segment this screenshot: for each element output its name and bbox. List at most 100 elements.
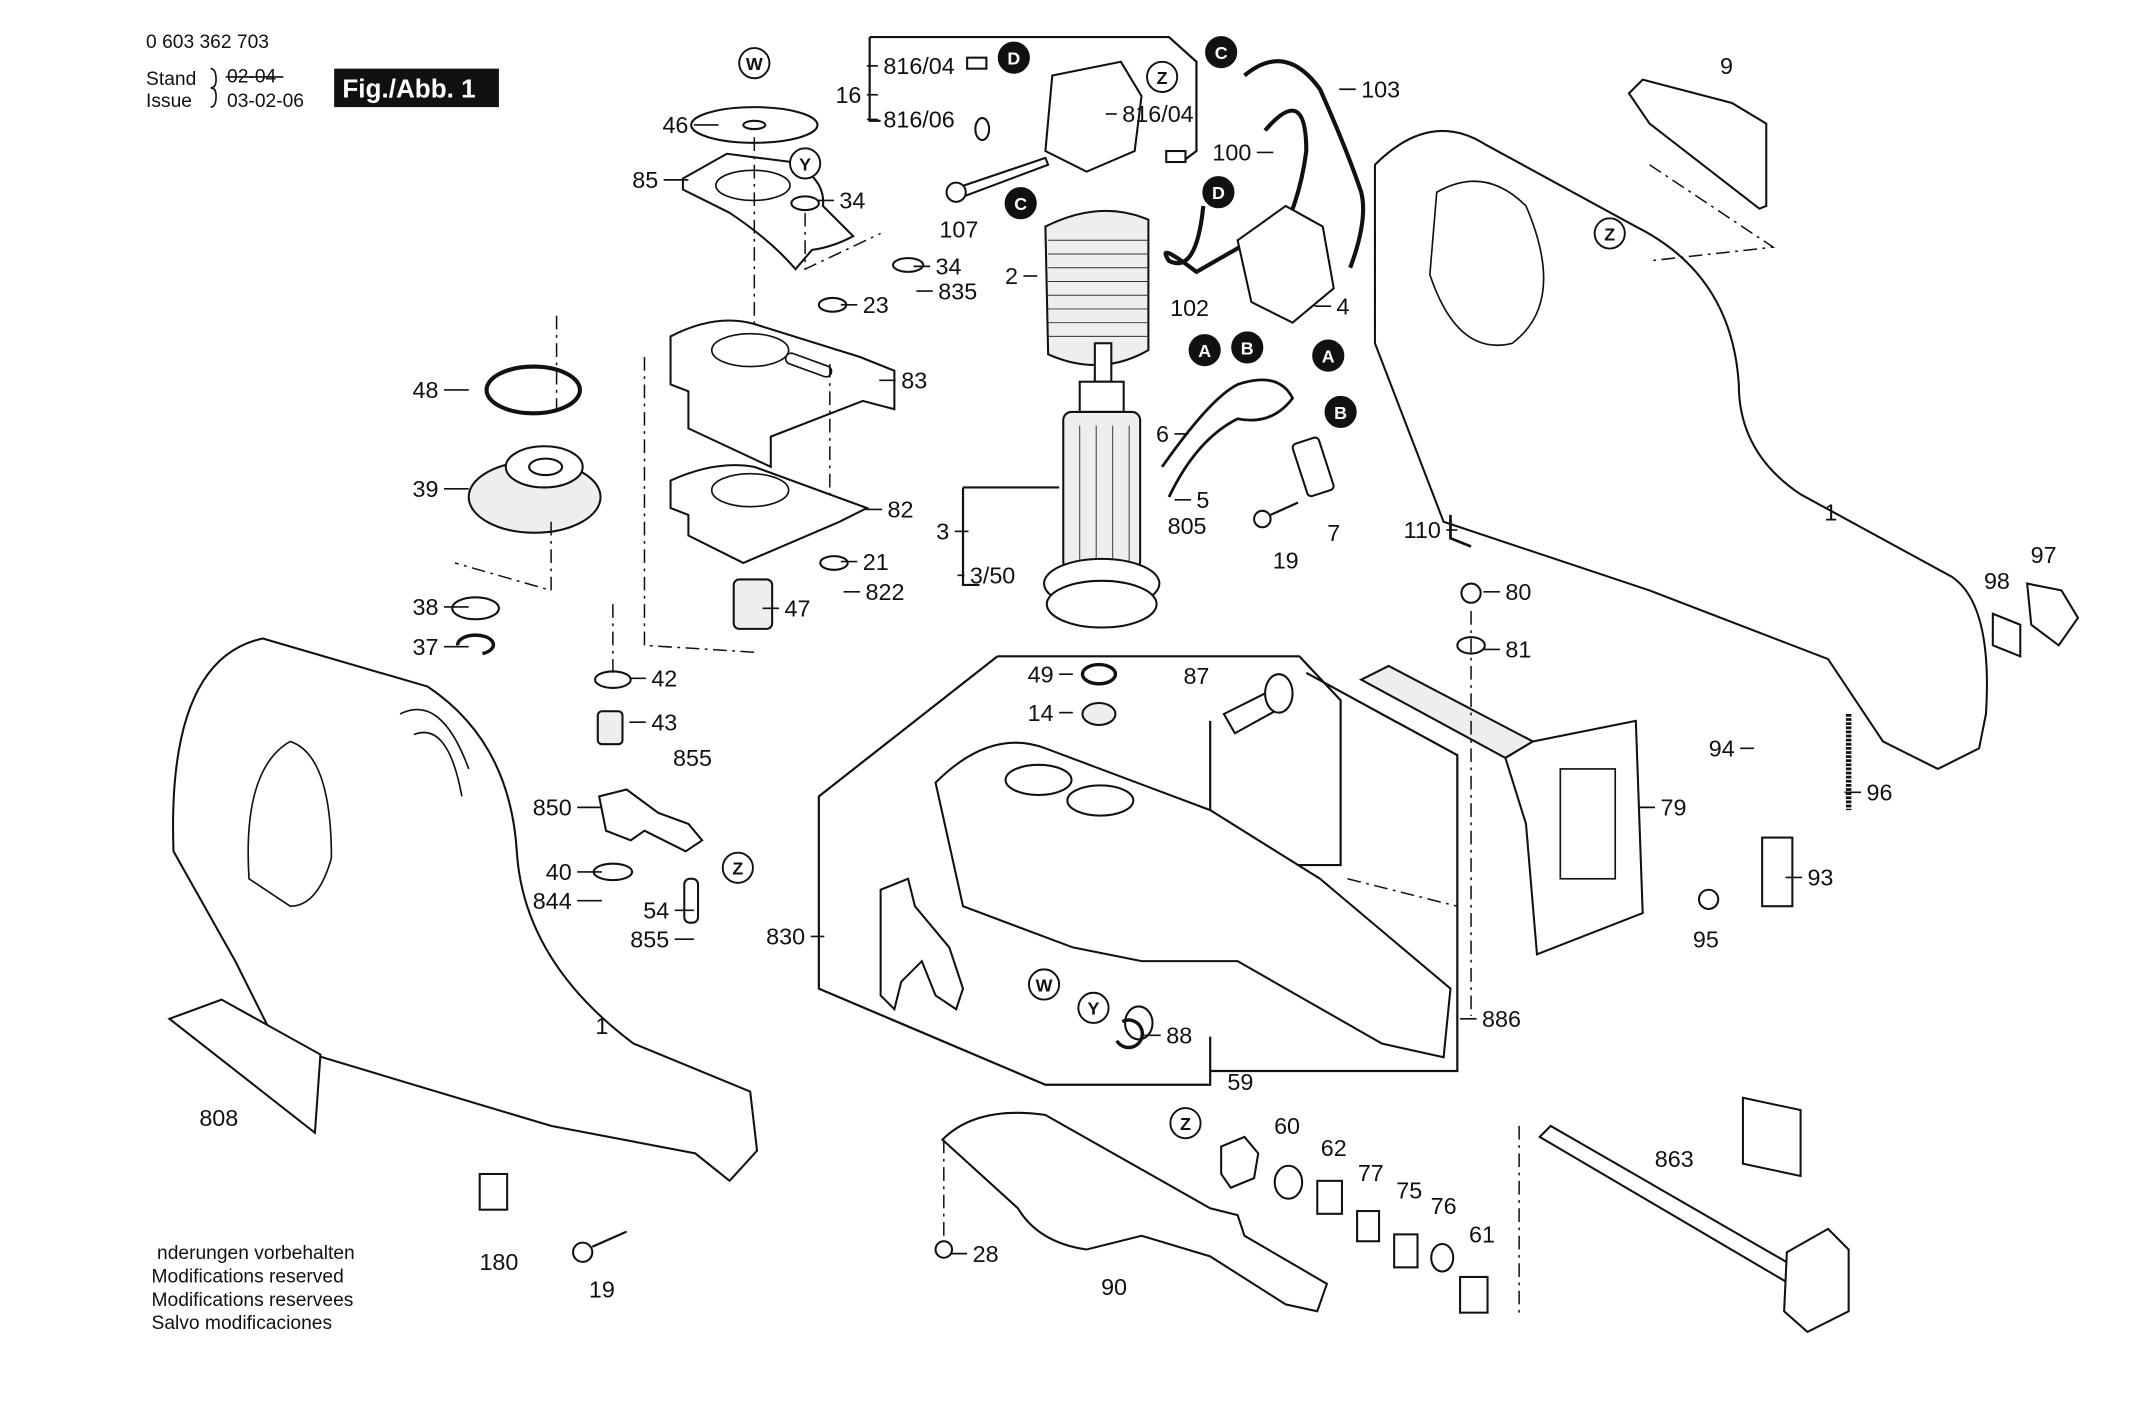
callout-outline-z: Z bbox=[1146, 60, 1179, 93]
screw-19-shape bbox=[1253, 509, 1272, 529]
carbon-brush-shape bbox=[966, 56, 988, 70]
part-label-1: 1 bbox=[595, 1013, 608, 1039]
part-75-shape bbox=[1393, 1233, 1419, 1269]
part-label-180: 180 bbox=[479, 1249, 518, 1275]
part-label-19: 19 bbox=[1273, 547, 1299, 573]
callout-letter: C bbox=[1014, 194, 1027, 214]
part-label-38: 38 bbox=[413, 594, 439, 620]
bearing-43-shape bbox=[596, 710, 624, 746]
footer-line-fr: Modifications reservees bbox=[152, 1290, 354, 1311]
gear-housing-shape bbox=[934, 741, 1452, 1059]
part-label-23: 23 bbox=[863, 292, 889, 318]
part-label-28: 28 bbox=[973, 1241, 999, 1267]
footer: nderungen vorbehalten Modifications rese… bbox=[152, 1243, 355, 1334]
screw-19b-thread bbox=[591, 1230, 628, 1248]
part-number-labels: 4685343483523838221822474839383742438558… bbox=[199, 53, 2056, 1302]
plate-83-shape bbox=[669, 319, 896, 469]
brace-icon bbox=[210, 67, 217, 108]
clamp-7-shape bbox=[1291, 436, 1335, 498]
callout-filled-c: C bbox=[1205, 36, 1238, 69]
part-label-830: 830 bbox=[766, 924, 805, 950]
callout-letter: Z bbox=[1180, 1114, 1191, 1134]
part-label-102: 102 bbox=[1170, 295, 1209, 321]
footer-line-de: nderungen vorbehalten bbox=[157, 1243, 355, 1264]
bearing-14-shape bbox=[1081, 701, 1117, 727]
part-label-863: 863 bbox=[1655, 1146, 1694, 1172]
guide-plate-90-shape bbox=[940, 1111, 1329, 1313]
part-label-82: 82 bbox=[888, 497, 914, 523]
washer-34-shape bbox=[790, 195, 820, 212]
part-label-808: 808 bbox=[199, 1105, 238, 1131]
plate-83-hole bbox=[710, 332, 790, 368]
cover-9-shape bbox=[1627, 78, 1768, 210]
screw-19-thread bbox=[1270, 501, 1299, 516]
part-label-816-06: 816/06 bbox=[883, 107, 954, 133]
part-label-5: 5 bbox=[1196, 487, 1209, 513]
part-label-3-50: 3/50 bbox=[970, 563, 1015, 589]
washer-42-shape bbox=[594, 670, 632, 689]
part-label-94: 94 bbox=[1709, 736, 1735, 762]
part-label-816-04: 816/04 bbox=[1122, 101, 1193, 127]
callout-circle-icon bbox=[1593, 217, 1626, 250]
plate-83-slot bbox=[784, 352, 833, 378]
bearing-47-shape bbox=[732, 578, 774, 630]
gear-housing-bore bbox=[1066, 784, 1135, 817]
part-label-87: 87 bbox=[1183, 663, 1209, 689]
stand-label: Stand bbox=[146, 69, 196, 90]
issue-label: Issue bbox=[146, 91, 192, 112]
part-label-85: 85 bbox=[632, 167, 658, 193]
part-label-6: 6 bbox=[1156, 421, 1169, 447]
callout-circle-icon bbox=[1202, 176, 1235, 209]
issue-date: 03-02-06 bbox=[227, 91, 304, 112]
part-number: 0 603 362 703 bbox=[146, 32, 269, 53]
part-label-75: 75 bbox=[1396, 1178, 1422, 1204]
screw-head bbox=[945, 181, 967, 203]
housing-vents bbox=[399, 708, 470, 797]
callout-filled-b: B bbox=[1231, 331, 1264, 364]
plate-82-hole bbox=[710, 472, 790, 508]
spring-shape bbox=[974, 117, 991, 142]
callout-outline-y: Y bbox=[789, 147, 822, 180]
part-label-100: 100 bbox=[1212, 140, 1251, 166]
figure-badge bbox=[334, 68, 499, 108]
screw-80-shape bbox=[1460, 582, 1482, 604]
callout-letter: D bbox=[1212, 183, 1225, 203]
part-label-886: 886 bbox=[1482, 1006, 1521, 1032]
fan-gear bbox=[1045, 579, 1158, 629]
label-808-shape bbox=[167, 998, 322, 1135]
commutator-shape bbox=[1078, 380, 1125, 413]
callout-circle-icon bbox=[1077, 991, 1110, 1024]
part-label-48: 48 bbox=[413, 377, 439, 403]
callout-letter: D bbox=[1007, 49, 1020, 69]
hook-110-shape bbox=[1449, 514, 1472, 548]
part-label-46: 46 bbox=[662, 112, 688, 138]
armature-slots bbox=[1079, 425, 1130, 563]
gear-bore bbox=[528, 457, 564, 477]
part-label-14: 14 bbox=[1028, 700, 1054, 726]
part-label-88: 88 bbox=[1166, 1023, 1192, 1049]
callout-circle-icon bbox=[1324, 395, 1357, 428]
label-180-shape bbox=[478, 1172, 509, 1211]
callout-letter: Z bbox=[1604, 224, 1615, 244]
callout-letter: Y bbox=[799, 154, 811, 174]
callout-filled-c: C bbox=[1004, 187, 1037, 220]
part-label-4: 4 bbox=[1336, 293, 1349, 319]
callout-circle-icon bbox=[1205, 36, 1238, 69]
part-label-850: 850 bbox=[533, 795, 572, 821]
header: 0 603 362 703 Stand Issue 02-04 03-02-06… bbox=[146, 32, 499, 112]
callout-outline-z: Z bbox=[1169, 1107, 1202, 1140]
callout-letter: W bbox=[746, 54, 763, 74]
callout-circle-icon bbox=[1231, 331, 1264, 364]
clip-37-shape bbox=[456, 633, 496, 656]
shoe-window bbox=[1559, 768, 1617, 880]
spring-98-shape bbox=[1991, 612, 2022, 658]
plate-61-shape bbox=[1459, 1275, 1489, 1314]
part-label-76: 76 bbox=[1431, 1193, 1457, 1219]
part-label-855: 855 bbox=[673, 745, 712, 771]
part-label-40: 40 bbox=[546, 859, 572, 885]
part-label-60: 60 bbox=[1274, 1113, 1300, 1139]
part-label-49: 49 bbox=[1028, 661, 1054, 687]
part-label-62: 62 bbox=[1321, 1135, 1347, 1161]
part-label-96: 96 bbox=[1867, 780, 1893, 806]
callout-circle-icon bbox=[721, 851, 754, 884]
